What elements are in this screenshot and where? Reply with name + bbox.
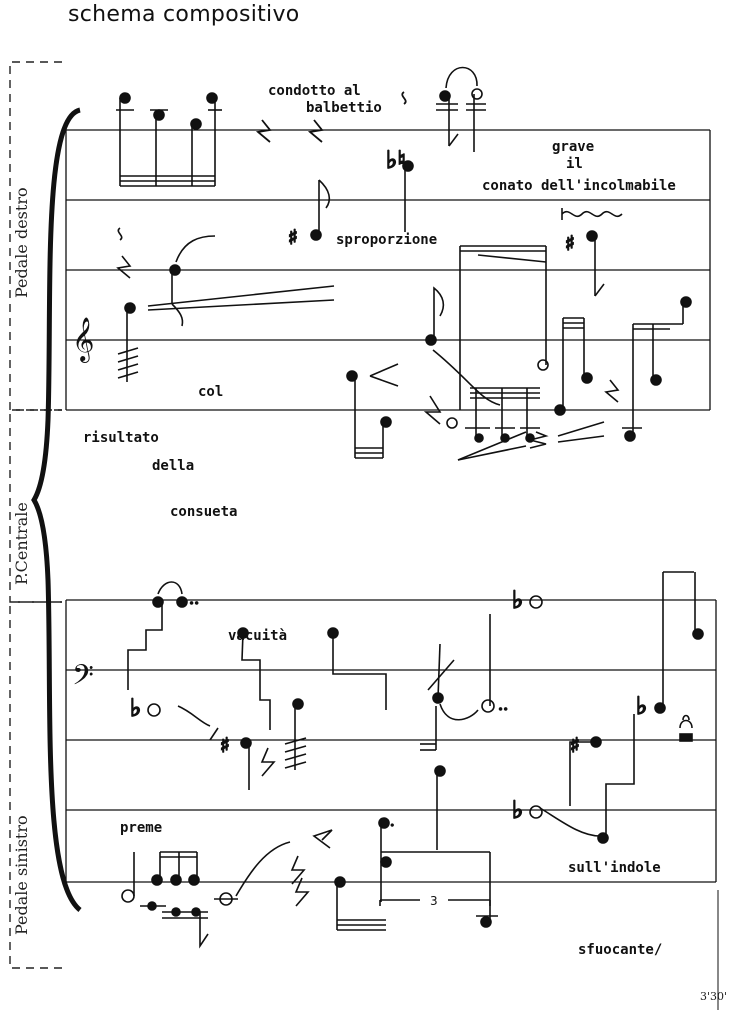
word-risultato: risultato bbox=[83, 430, 159, 446]
word-consueta: consueta bbox=[170, 504, 238, 520]
upper-right-notes bbox=[436, 66, 486, 152]
word-col: col bbox=[198, 384, 224, 400]
word-condotto: condotto al bbox=[268, 83, 361, 99]
treble-clef: 𝄞 bbox=[72, 317, 94, 363]
tuplet-number: 3 bbox=[430, 894, 438, 908]
svg-text:♯: ♯ bbox=[220, 733, 230, 757]
sharp-note: ♯ bbox=[287, 179, 331, 250]
svg-text:♯: ♯ bbox=[565, 231, 575, 255]
duration-label: 3'30' bbox=[700, 990, 728, 1003]
system-brace bbox=[31, 107, 82, 912]
svg-text:♭: ♭ bbox=[512, 796, 523, 824]
word-balbettio: balbettio bbox=[306, 100, 382, 116]
svg-text:♭♮: ♭♮ bbox=[386, 146, 406, 174]
rests-top bbox=[255, 91, 407, 143]
word-vacuita: vacuità bbox=[228, 628, 288, 644]
svg-text:♭: ♭ bbox=[512, 586, 523, 614]
flat-natural-note: ♭♮ bbox=[385, 145, 414, 232]
top-left-notes bbox=[116, 92, 222, 187]
svg-text:.: . bbox=[390, 814, 394, 830]
upper-staff-lines bbox=[65, 129, 711, 411]
word-preme: preme bbox=[120, 820, 163, 836]
middle-left-notes bbox=[116, 227, 335, 382]
svg-text:♯: ♯ bbox=[288, 225, 298, 249]
svg-text:♭: ♭ bbox=[130, 694, 141, 722]
word-sfuocante: sfuocante/ bbox=[578, 942, 663, 958]
word-il: il bbox=[566, 156, 583, 172]
svg-text:..: .. bbox=[189, 589, 199, 608]
word-sull-indole: sull'indole bbox=[568, 860, 661, 876]
word-della: della bbox=[152, 458, 195, 474]
word-sproporzione: sproporzione bbox=[336, 232, 438, 248]
page-title: schema compositivo bbox=[68, 2, 300, 27]
word-grave: grave bbox=[552, 139, 595, 155]
svg-text:♯: ♯ bbox=[570, 733, 580, 757]
pedal-brackets bbox=[9, 61, 62, 969]
upper-right-block: ♯ bbox=[423, 208, 692, 461]
col-area-notes bbox=[346, 363, 399, 459]
svg-text:..: .. bbox=[498, 695, 508, 714]
bass-clef: 𝄢 bbox=[72, 659, 94, 699]
lower-left-notes: .. ♭ ♯ .. ♭ bbox=[121, 571, 704, 949]
svg-text:♭: ♭ bbox=[636, 692, 647, 720]
word-conato: conato dell'incolmabile bbox=[482, 178, 676, 194]
lower-staff-lines bbox=[65, 599, 717, 883]
